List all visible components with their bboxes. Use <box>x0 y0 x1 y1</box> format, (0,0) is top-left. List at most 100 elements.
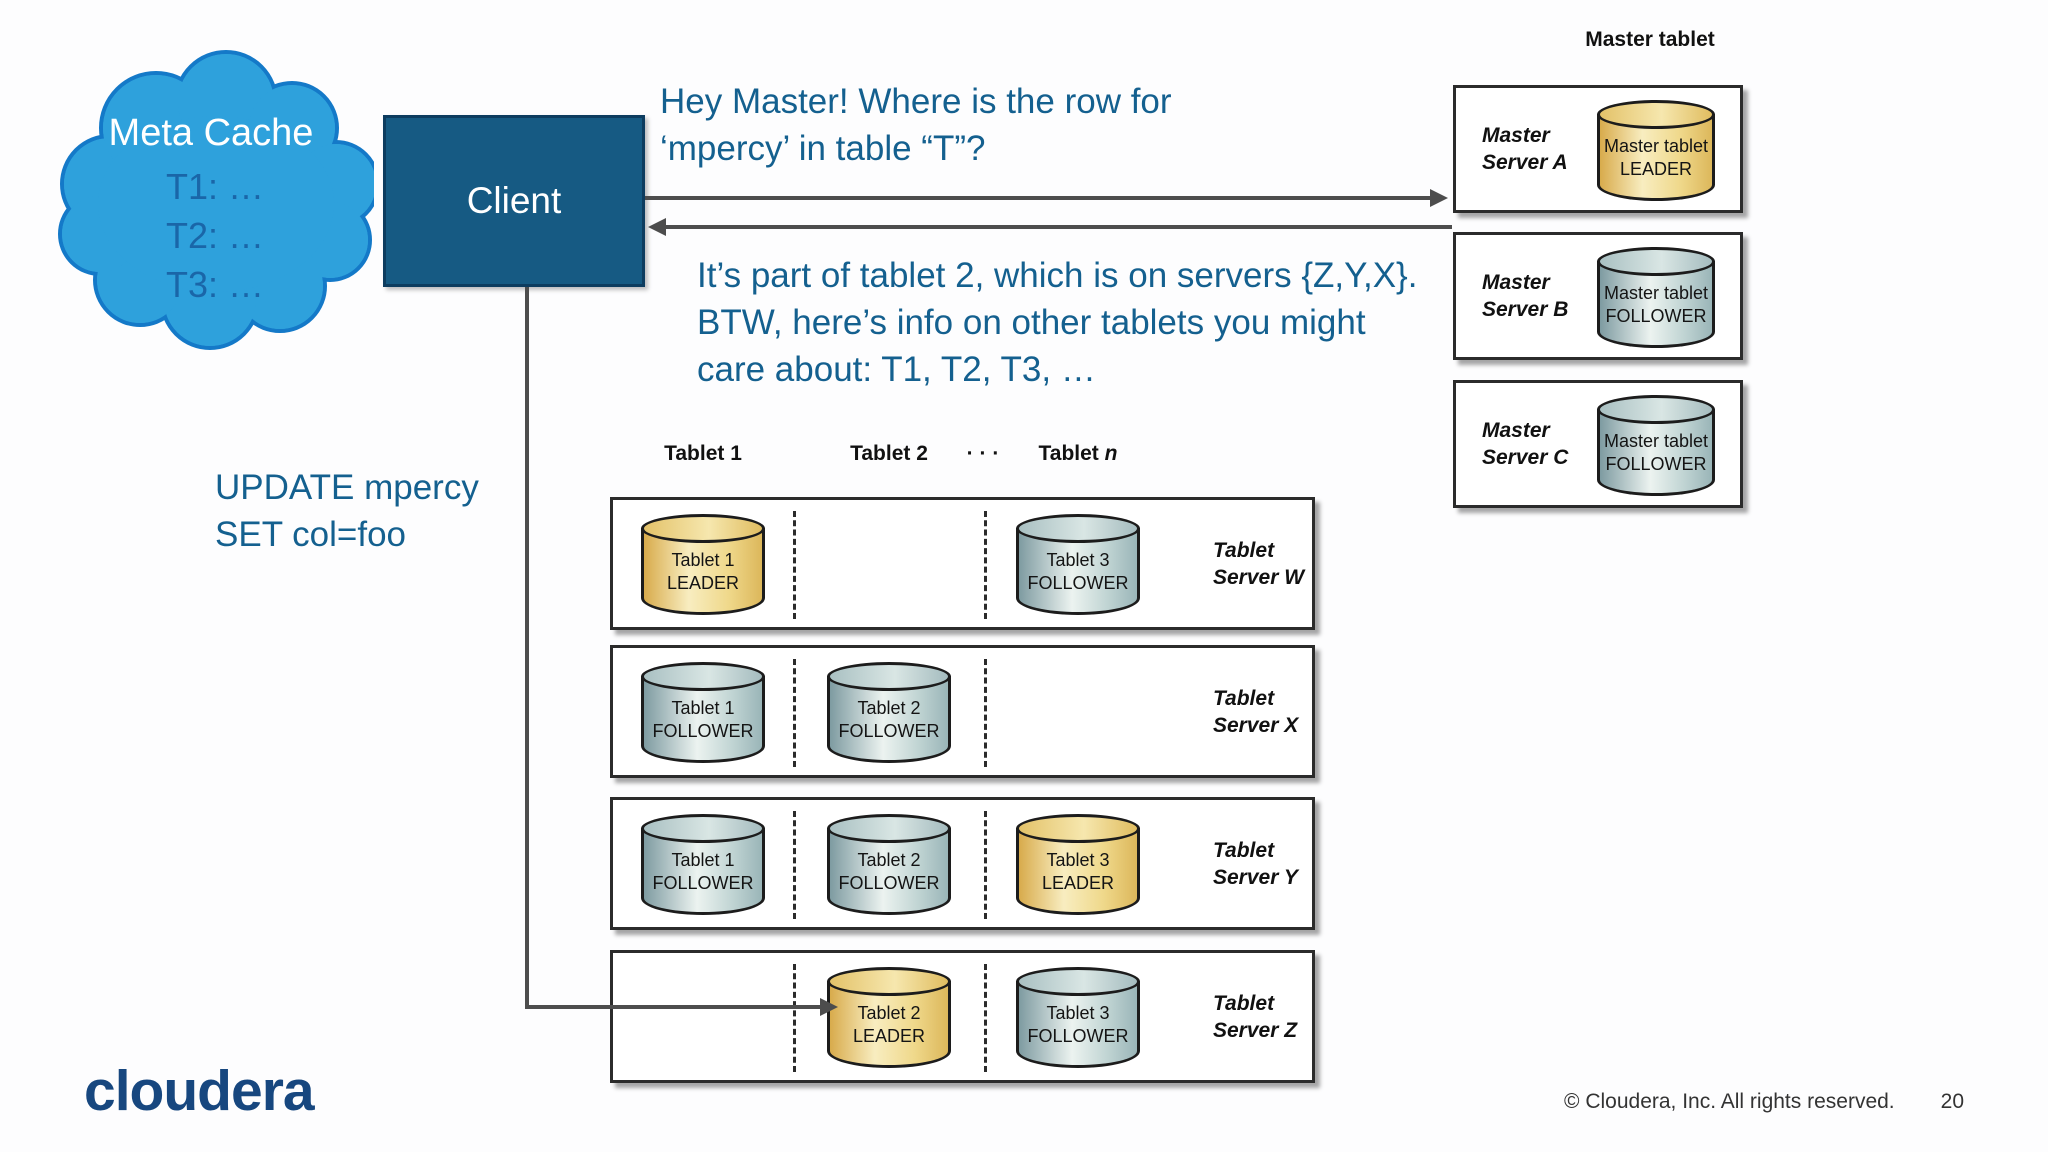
cylinder-top <box>827 814 951 843</box>
cylinder-master-tablet-leader: Master tablet LEADER <box>1597 100 1715 201</box>
cylinder-tablet1-follower: Tablet 1 FOLLOWER <box>641 814 765 915</box>
column-separator <box>984 511 987 619</box>
cylinder-tablet3-follower: Tablet 3 FOLLOWER <box>1016 967 1140 1068</box>
update-connector-vertical <box>525 287 529 1009</box>
column-header-tablet1: Tablet 1 <box>664 442 742 465</box>
master-a-cyl-line2: LEADER <box>1619 159 1693 179</box>
cylinder-top <box>1597 247 1715 276</box>
column-header-tabletn-word: Tablet <box>1038 442 1099 465</box>
cylinder-label: Tablet 3 FOLLOWER <box>1016 549 1140 595</box>
master-c-name-line1: Master <box>1482 419 1550 442</box>
server-name-line2: Server Y <box>1213 865 1298 889</box>
column-separator <box>793 511 796 619</box>
cylinder-top <box>641 814 765 843</box>
request-message: Hey Master! Where is the row for ‘mpercy… <box>660 78 1172 172</box>
cylinder-tablet3-leader: Tablet 3 LEADER <box>1016 814 1140 915</box>
master-server-c-box: Master Server C Master tablet FOLLOWER <box>1453 380 1743 508</box>
cloud-icon <box>58 50 374 350</box>
cyl-line1: Tablet 2 <box>857 850 921 870</box>
tablet-server-x-box: Tablet 1 FOLLOWER Tablet 2 FOLLOWER Tabl… <box>610 645 1315 778</box>
server-name-line2: Server W <box>1213 565 1305 589</box>
update-arrowhead-icon <box>820 998 838 1016</box>
cylinder-tablet1-leader: Tablet 1 LEADER <box>641 514 765 615</box>
tablet-server-w-label: Tablet Server W <box>1213 500 1304 627</box>
response-arrowhead-icon <box>648 218 666 236</box>
master-server-a-box: Master Server A Master tablet LEADER <box>1453 85 1743 213</box>
cyl-line2: LEADER <box>1041 873 1115 893</box>
master-b-cyl-line1: Master tablet <box>1603 283 1709 303</box>
response-line-1: It’s part of tablet 2, which is on serve… <box>697 256 1418 295</box>
master-server-c-label: Master Server C <box>1482 383 1568 505</box>
column-header-tabletn-var: n <box>1104 442 1118 465</box>
master-a-cyl-line1: Master tablet <box>1603 136 1709 156</box>
master-c-cyl-line2: FOLLOWER <box>1605 454 1707 474</box>
cylinder-label: Master tablet LEADER <box>1597 135 1715 181</box>
cylinder-tablet1-follower: Tablet 1 FOLLOWER <box>641 662 765 763</box>
tablet-server-z-label: Tablet Server Z <box>1213 953 1297 1080</box>
cyl-line2: LEADER <box>852 1026 926 1046</box>
master-b-name-line1: Master <box>1482 271 1550 294</box>
update-statement: UPDATE mpercy SET col=foo <box>215 464 479 558</box>
master-a-name-line1: Master <box>1482 124 1550 147</box>
cyl-line2: LEADER <box>666 573 740 593</box>
column-separator <box>984 811 987 919</box>
cylinder-label: Tablet 3 LEADER <box>1016 849 1140 895</box>
cyl-line1: Tablet 3 <box>1046 850 1110 870</box>
master-a-name-line2: Server A <box>1482 151 1568 174</box>
server-name-line1: Tablet <box>1213 991 1275 1015</box>
cyl-line1: Tablet 3 <box>1046 550 1110 570</box>
column-separator <box>793 811 796 919</box>
cylinder-label: Master tablet FOLLOWER <box>1597 430 1715 476</box>
column-header-tablet2: Tablet 2 <box>850 442 928 465</box>
client-box: Client <box>383 115 645 287</box>
meta-cache-entry-t2: T2: … <box>166 215 265 256</box>
cylinder-top <box>1016 814 1140 843</box>
update-connector-horizontal <box>525 1005 821 1009</box>
tablet-server-w-box: Tablet 1 LEADER Tablet 3 FOLLOWER Tablet… <box>610 497 1315 630</box>
cyl-line1: Tablet 2 <box>857 1003 921 1023</box>
master-section-title: Master tablet <box>1585 28 1715 51</box>
cylinder-tablet2-follower: Tablet 2 FOLLOWER <box>827 662 951 763</box>
cylinder-tablet3-follower: Tablet 3 FOLLOWER <box>1016 514 1140 615</box>
meta-cache-title: Meta Cache <box>108 112 314 154</box>
cylinder-label: Tablet 1 LEADER <box>641 549 765 595</box>
cylinder-master-tablet-follower: Master tablet FOLLOWER <box>1597 395 1715 496</box>
cylinder-top <box>827 662 951 691</box>
cylinder-top <box>1016 514 1140 543</box>
master-c-name-line2: Server C <box>1482 446 1569 469</box>
column-separator <box>984 659 987 767</box>
server-name-line2: Server Z <box>1213 1018 1298 1042</box>
cylinder-label: Master tablet FOLLOWER <box>1597 282 1715 328</box>
cylinder-top <box>827 967 951 996</box>
master-server-b-box: Master Server B Master tablet FOLLOWER <box>1453 232 1743 360</box>
page-number: 20 <box>1940 1090 1964 1113</box>
meta-cache-entry-t1: T1: … <box>166 166 265 207</box>
cylinder-label: Tablet 1 FOLLOWER <box>641 849 765 895</box>
tablet-server-y-label: Tablet Server Y <box>1213 800 1298 927</box>
tablet-server-x-label: Tablet Server X <box>1213 648 1298 775</box>
cylinder-label: Tablet 3 FOLLOWER <box>1016 1002 1140 1048</box>
cylinder-master-tablet-follower: Master tablet FOLLOWER <box>1597 247 1715 348</box>
server-name-line1: Tablet <box>1213 686 1275 710</box>
request-arrowhead-icon <box>1430 189 1448 207</box>
master-server-a-label: Master Server A <box>1482 88 1568 210</box>
meta-cache-entry-t3: T3: … <box>166 264 265 305</box>
request-arrow-line <box>645 196 1431 200</box>
master-server-b-label: Master Server B <box>1482 235 1568 357</box>
cylinder-tablet2-follower: Tablet 2 FOLLOWER <box>827 814 951 915</box>
column-header-tabletn: Tablet n <box>1015 442 1141 466</box>
meta-cache-cloud: Meta Cache T1: … T2: … T3: … <box>48 42 374 354</box>
column-separator <box>793 659 796 767</box>
column-header-dots: · · · <box>966 442 1000 465</box>
footer: © Cloudera, Inc. All rights reserved. 20 <box>1564 1090 1964 1114</box>
cylinder-top <box>1597 395 1715 424</box>
server-name-line2: Server X <box>1213 713 1299 737</box>
cylinder-top <box>641 662 765 691</box>
cyl-line1: Tablet 3 <box>1046 1003 1110 1023</box>
server-name-line1: Tablet <box>1213 838 1275 862</box>
cyl-line2: FOLLOWER <box>838 721 940 741</box>
cylinder-top <box>1597 100 1715 129</box>
request-line-2: ‘mpercy’ in table “T”? <box>660 129 986 168</box>
tablet-server-y-box: Tablet 1 FOLLOWER Tablet 2 FOLLOWER Tabl… <box>610 797 1315 930</box>
